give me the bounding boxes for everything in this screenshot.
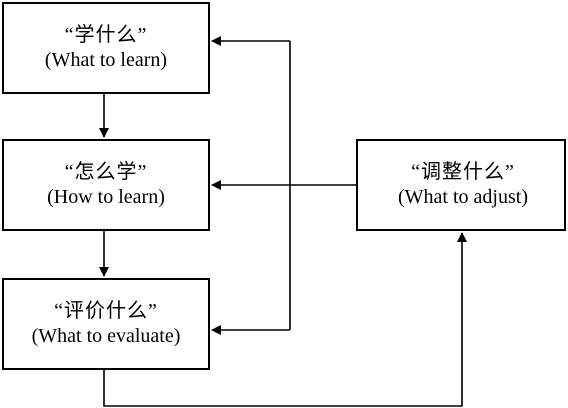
what-to-adjust-zh-label: “调整什么” <box>411 161 515 183</box>
what-to-adjust-box: “调整什么” (What to adjust) <box>356 139 566 231</box>
how-to-learn-en-label: (How to learn) <box>47 186 165 208</box>
how-to-learn-zh-label: “怎么学” <box>64 161 148 183</box>
what-to-evaluate-en-label: (What to evaluate) <box>31 325 181 347</box>
what-to-evaluate-box: “评价什么” (What to evaluate) <box>2 278 210 370</box>
what-to-evaluate-zh-label: “评价什么” <box>54 300 158 322</box>
arrow-evaluate-to-adjust <box>103 232 467 407</box>
how-to-learn-box: “怎么学” (How to learn) <box>2 139 210 231</box>
what-to-learn-zh-label: “学什么” <box>64 24 148 46</box>
what-to-learn-en-label: (What to learn) <box>44 49 168 71</box>
what-to-learn-box: “学什么” (What to learn) <box>2 2 210 94</box>
what-to-adjust-en-label: (What to adjust) <box>398 186 528 208</box>
